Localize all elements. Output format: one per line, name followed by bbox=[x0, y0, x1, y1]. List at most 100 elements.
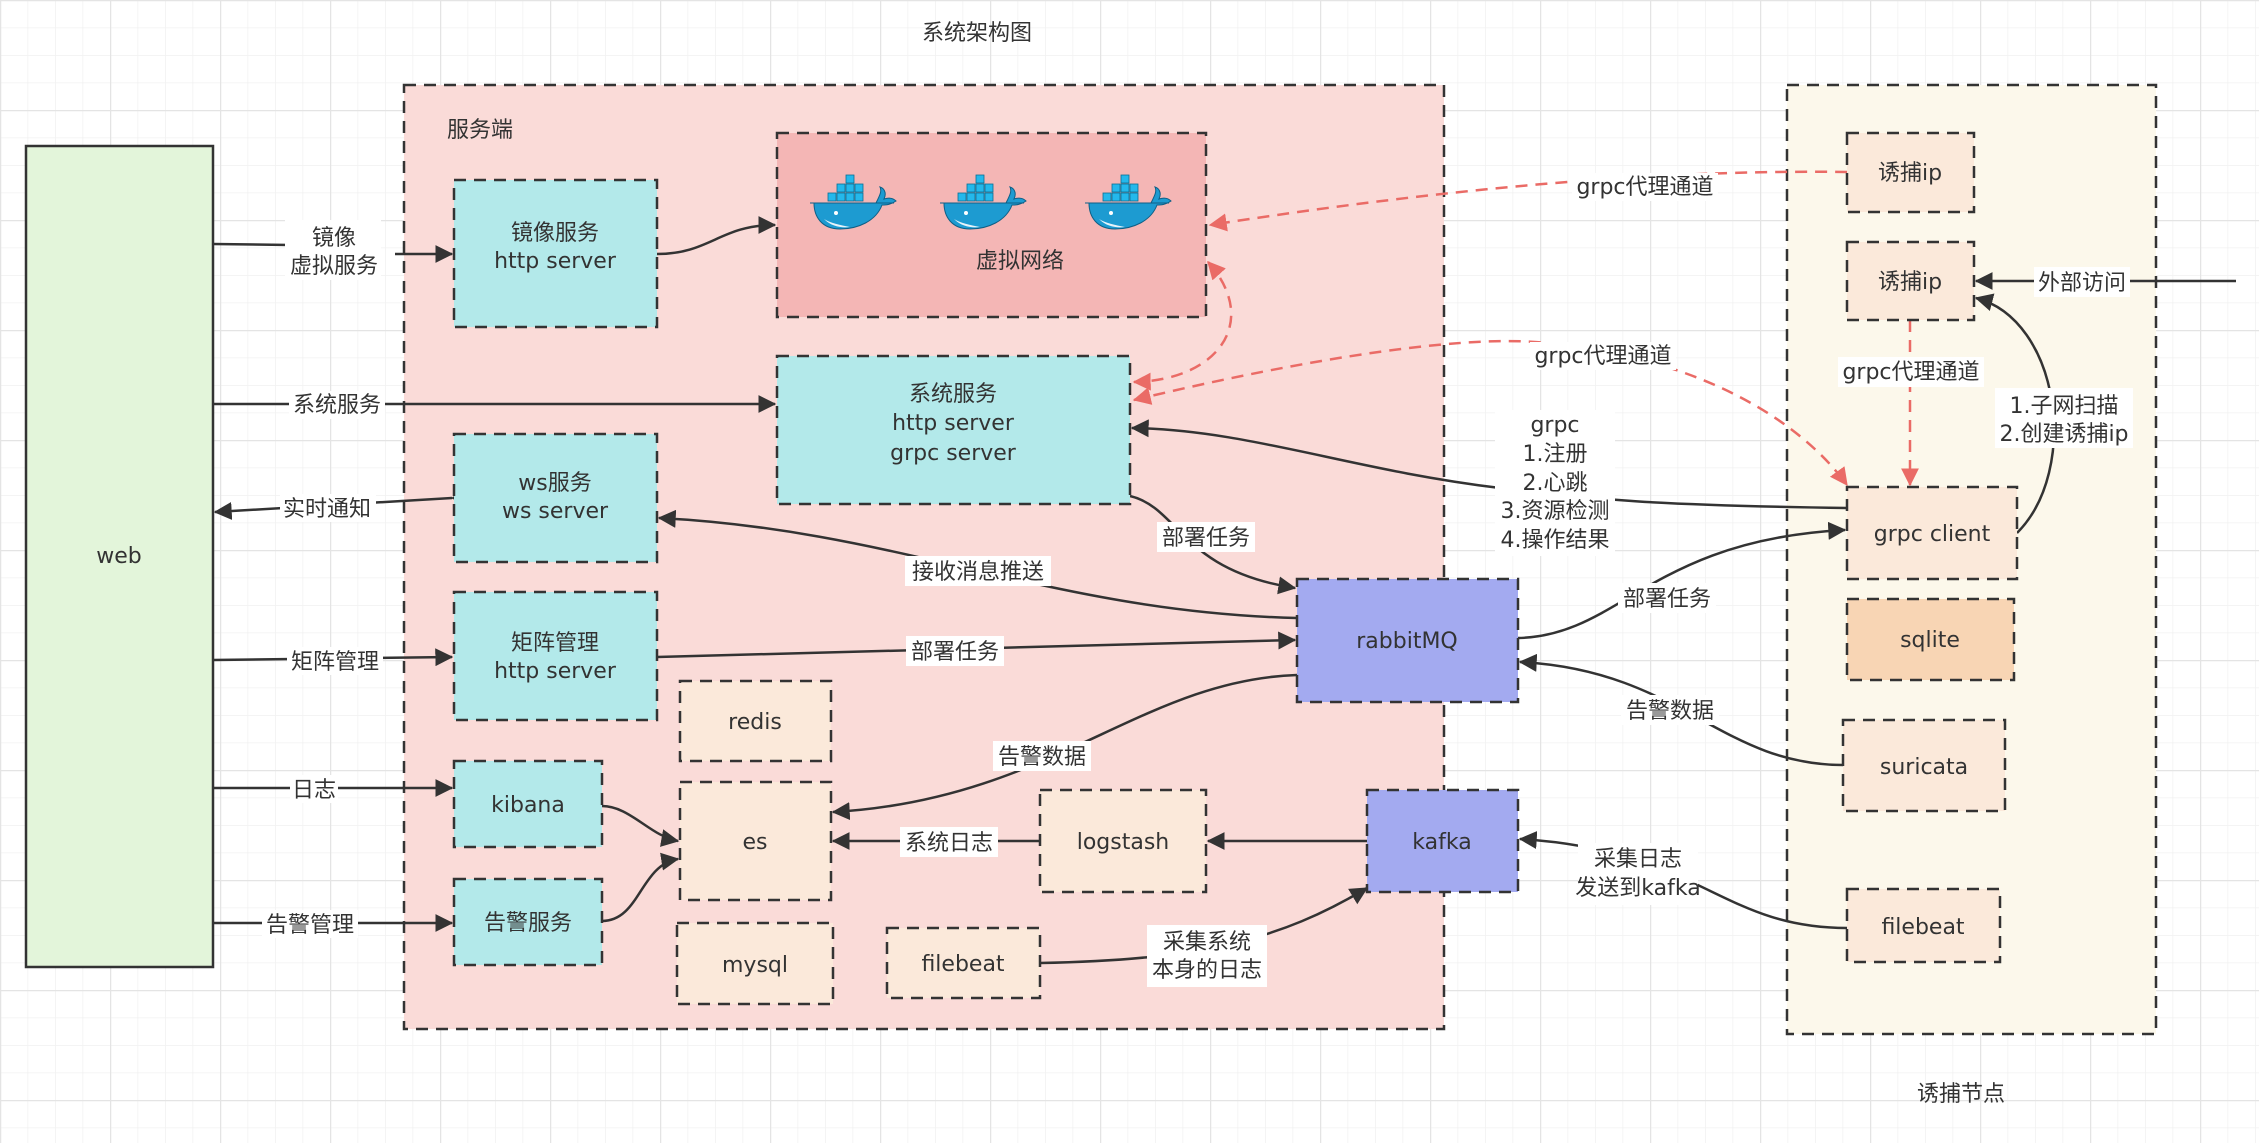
edge-label-grpc-client-to-system: grpc 1.注册 2.心跳 3.资源检测 4.操作结果 bbox=[1495, 410, 1615, 556]
matrix-management-label-1: 矩阵管理 bbox=[511, 631, 599, 656]
svg-text:实时通知: 实时通知 bbox=[283, 497, 371, 522]
es-label: es bbox=[743, 830, 768, 855]
rabbitmq-box[interactable] bbox=[1295, 577, 1520, 704]
svg-text:部署任务: 部署任务 bbox=[1623, 587, 1711, 612]
ws-service-label-2: ws server bbox=[502, 499, 609, 524]
mysql-label: mysql bbox=[722, 953, 788, 978]
kibana-box[interactable] bbox=[452, 759, 604, 849]
edge-label-web-ws-notify: 实时通知 bbox=[280, 494, 376, 522]
diagram-title: 系统架构图 bbox=[922, 21, 1032, 46]
svg-text:告警数据: 告警数据 bbox=[998, 745, 1086, 770]
svg-text:外部访问: 外部访问 bbox=[2038, 271, 2126, 296]
ws-service-box[interactable] bbox=[452, 432, 659, 564]
edge-proxy-vnet-system bbox=[1132, 261, 1233, 391]
edge-label-web-to-matrix: 矩阵管理 bbox=[287, 647, 383, 675]
decoy-ip-2-box[interactable] bbox=[1845, 240, 1976, 322]
logstash-box[interactable] bbox=[1038, 788, 1208, 894]
mirror-service-box[interactable] bbox=[452, 178, 659, 329]
mirror-service-label-2: http server bbox=[494, 249, 617, 274]
svg-text:2.心跳: 2.心跳 bbox=[1523, 471, 1588, 496]
edge-label-matrix-to-rabbit: 部署任务 bbox=[906, 636, 1004, 666]
svg-text:grpc代理通道: grpc代理通道 bbox=[1842, 360, 1979, 385]
sqlite-box[interactable] bbox=[1845, 597, 2016, 682]
virtual-network-label: 虚拟网络 bbox=[976, 249, 1064, 274]
edge-label-web-to-kibana: 日志 bbox=[290, 775, 338, 803]
svg-text:4.操作结果: 4.操作结果 bbox=[1501, 528, 1610, 553]
grpc-client-box[interactable] bbox=[1845, 485, 2019, 581]
edge-label-external-access: 外部访问 bbox=[2034, 267, 2130, 297]
sqlite-label: sqlite bbox=[1900, 628, 1960, 653]
redis-box[interactable] bbox=[678, 679, 833, 763]
edge-label-logstash-to-es: 系统日志 bbox=[900, 827, 998, 857]
edge-alert-to-es bbox=[601, 852, 680, 923]
edge-label-suricata-to-rabbit: 告警数据 bbox=[1621, 695, 1719, 725]
edge-label-system-to-rabbit: 部署任务 bbox=[1157, 522, 1255, 552]
mysql-box[interactable] bbox=[675, 921, 835, 1006]
svg-text:告警数据: 告警数据 bbox=[1626, 699, 1714, 724]
svg-text:1.子网扫描: 1.子网扫描 bbox=[2010, 394, 2119, 419]
kafka-box[interactable] bbox=[1365, 788, 1520, 894]
filebeat-server-box[interactable] bbox=[885, 926, 1042, 1000]
redis-label: redis bbox=[728, 710, 782, 735]
web-node-label: web bbox=[96, 544, 142, 569]
edge-label-proxy-decoy: grpc代理通道 bbox=[1838, 357, 1984, 387]
alert-service-box[interactable] bbox=[452, 877, 604, 967]
svg-text:矩阵管理: 矩阵管理 bbox=[291, 650, 379, 675]
svg-text:本身的日志: 本身的日志 bbox=[1152, 958, 1262, 983]
edge-label-rabbit-to-es: 告警数据 bbox=[993, 741, 1091, 771]
ws-service-label-1: ws服务 bbox=[518, 471, 591, 496]
svg-text:grpc: grpc bbox=[1530, 413, 1579, 438]
svg-text:发送到kafka: 发送到kafka bbox=[1575, 876, 1700, 901]
svg-text:接收消息推送: 接收消息推送 bbox=[912, 560, 1044, 585]
suricata-label: suricata bbox=[1880, 755, 1968, 780]
kibana-label: kibana bbox=[491, 793, 565, 818]
edge-label-proxy-top: grpc代理通道 bbox=[1572, 173, 1718, 201]
edge-label-rabbit-to-grpc-client: 部署任务 bbox=[1618, 583, 1716, 613]
svg-text:1.注册: 1.注册 bbox=[1523, 442, 1588, 467]
edge-label-subnet-scan: 1.子网扫描 2.创建诱捕ip bbox=[1995, 388, 2133, 448]
filebeat-decoy-label: filebeat bbox=[1881, 915, 1964, 940]
system-service-label-2: http server bbox=[892, 411, 1015, 436]
system-service-box[interactable] bbox=[775, 354, 1132, 506]
svg-text:2.创建诱捕ip: 2.创建诱捕ip bbox=[1999, 422, 2128, 447]
decoy-ip-2-label: 诱捕ip bbox=[1878, 270, 1942, 295]
logstash-label: logstash bbox=[1077, 830, 1170, 855]
filebeat-decoy-box[interactable] bbox=[1845, 887, 2002, 964]
svg-text:日志: 日志 bbox=[292, 778, 336, 803]
filebeat-server-label: filebeat bbox=[921, 952, 1004, 977]
edge-label-web-to-mirror: 镜像 虚拟服务 bbox=[285, 220, 381, 280]
alert-service-label: 告警服务 bbox=[484, 911, 572, 936]
edge-mirror-to-vnet bbox=[656, 216, 777, 256]
web-node[interactable]: web bbox=[24, 144, 215, 969]
edge-web-to-mirror bbox=[212, 244, 452, 254]
grpc-client-label: grpc client bbox=[1874, 522, 1991, 547]
svg-text:采集系统: 采集系统 bbox=[1163, 930, 1251, 955]
edge-kibana-to-es bbox=[601, 804, 680, 847]
edge-label-rabbit-to-ws: 接收消息推送 bbox=[905, 556, 1051, 586]
svg-text:3.资源检测: 3.资源检测 bbox=[1501, 499, 1610, 524]
edge-label-decoy-filebeat-to-kafka: 采集日志 发送到kafka bbox=[1575, 843, 1701, 905]
svg-text:grpc代理通道: grpc代理通道 bbox=[1534, 344, 1671, 369]
svg-text:部署任务: 部署任务 bbox=[1162, 526, 1250, 551]
edge-label-web-to-system: 系统服务 bbox=[289, 391, 385, 419]
matrix-management-label-2: http server bbox=[494, 659, 617, 684]
svg-text:告警管理: 告警管理 bbox=[266, 913, 354, 938]
edge-rabbit-to-es bbox=[831, 673, 1298, 821]
server-container-label: 服务端 bbox=[447, 118, 513, 143]
svg-text:部署任务: 部署任务 bbox=[911, 640, 999, 665]
matrix-management-box[interactable] bbox=[452, 590, 659, 722]
decoy-node-container-label: 诱捕节点 bbox=[1917, 1082, 2005, 1107]
es-box[interactable] bbox=[678, 780, 833, 902]
edge-label-proxy-mid: grpc代理通道 bbox=[1530, 342, 1676, 370]
svg-text:grpc代理通道: grpc代理通道 bbox=[1576, 175, 1713, 200]
suricata-box[interactable] bbox=[1841, 718, 2007, 813]
svg-text:系统日志: 系统日志 bbox=[905, 831, 993, 856]
mirror-service-label-1: 镜像服务 bbox=[511, 221, 599, 246]
decoy-ip-1-box[interactable] bbox=[1845, 131, 1976, 214]
svg-text:采集日志: 采集日志 bbox=[1594, 847, 1682, 872]
edge-label-filebeat-to-kafka: 采集系统 本身的日志 bbox=[1147, 925, 1267, 987]
svg-text:虚拟服务: 虚拟服务 bbox=[290, 254, 378, 279]
svg-text:系统服务: 系统服务 bbox=[293, 393, 381, 418]
rabbitmq-label: rabbitMQ bbox=[1356, 629, 1458, 654]
